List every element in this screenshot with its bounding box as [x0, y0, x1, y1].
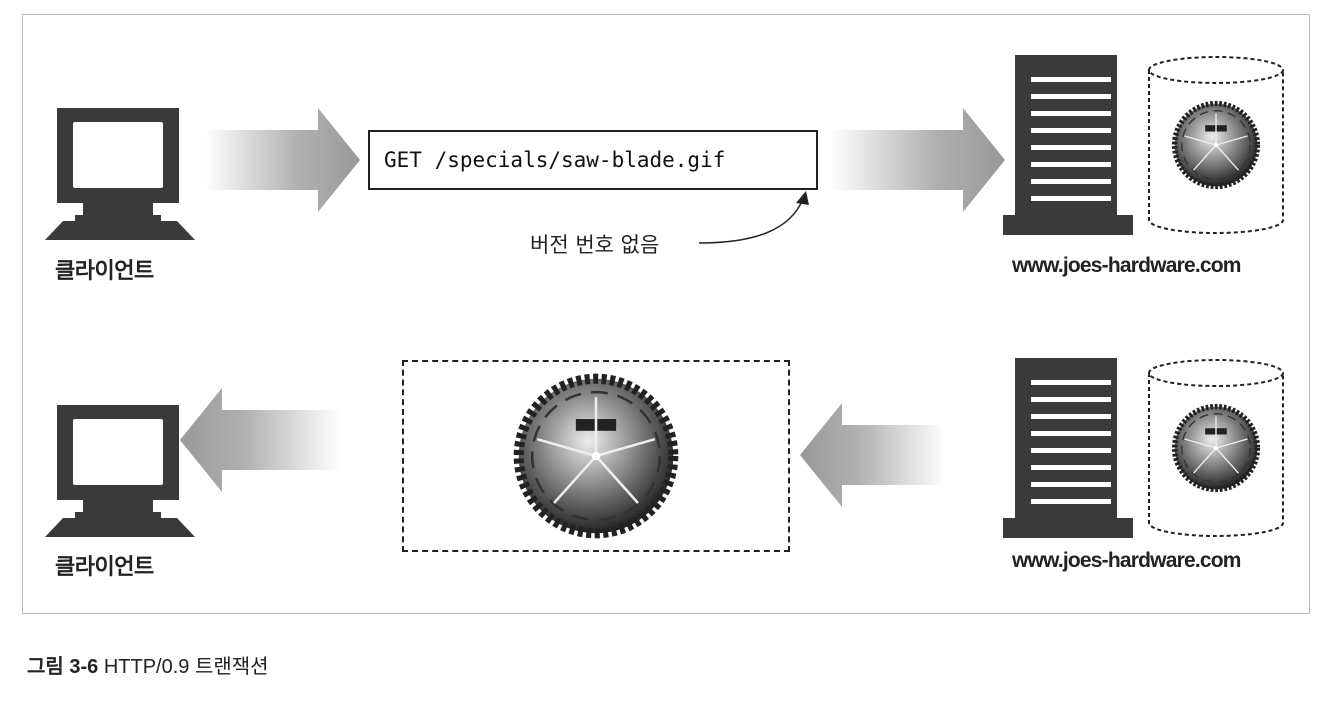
server-hostname-label: www.joes-hardware.com [1012, 549, 1241, 572]
response-arrow-icon [180, 388, 340, 492]
request-arrow-to-server-icon [830, 108, 1005, 212]
caption-label: 그림 3-6 [27, 656, 99, 678]
no-version-annotation: 버전 번호 없음 [530, 233, 660, 257]
saw-blade-image [512, 372, 680, 540]
figure-caption: 그림 3-6 HTTP/0.9 트랜잭션 [27, 650, 269, 679]
annotation-pointer-icon [698, 191, 809, 244]
response-arrow-from-server-icon [800, 403, 945, 507]
client-computer-icon [45, 108, 195, 243]
resource-storage-icon [1146, 358, 1286, 538]
request-line-box: GET /specials/saw-blade.gif [368, 130, 818, 190]
client-label: 클라이언트 [55, 555, 154, 580]
client-label: 클라이언트 [55, 259, 154, 284]
web-server-icon [1003, 358, 1133, 538]
server-hostname-label: www.joes-hardware.com [1012, 254, 1241, 277]
diagram-frame [22, 14, 1310, 614]
client-computer-icon [45, 405, 195, 540]
request-arrow-icon [205, 108, 360, 212]
resource-storage-icon [1146, 55, 1286, 235]
caption-text: HTTP/0.9 트랜잭션 [98, 656, 269, 678]
web-server-icon [1003, 55, 1133, 235]
response-body-box [402, 360, 790, 552]
